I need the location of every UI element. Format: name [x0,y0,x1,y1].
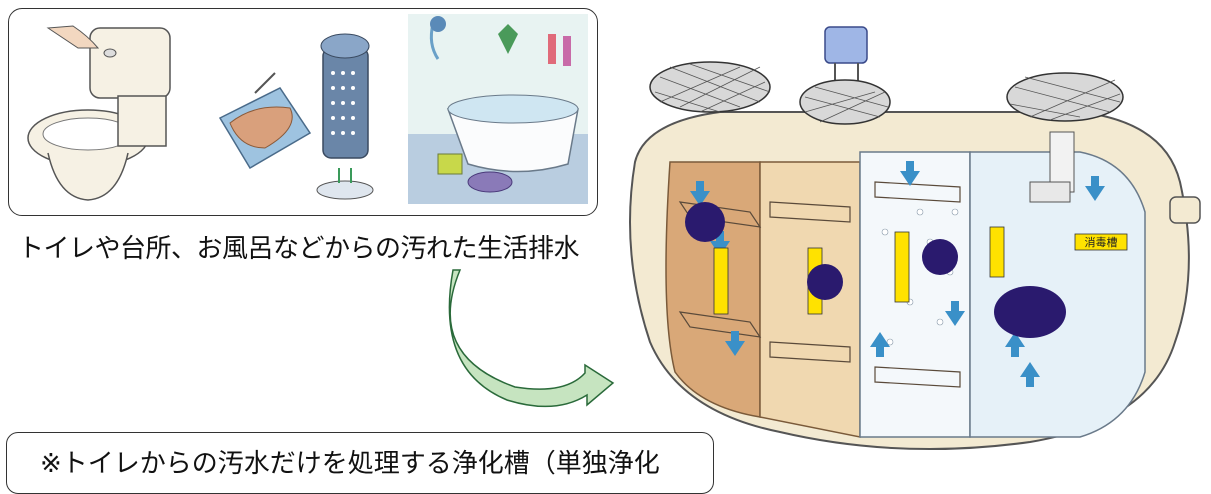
chamber-label-disinfection: 消毒槽 [1085,235,1118,249]
note-text: ※トイレからの汚水だけを処理する浄化槽（単独浄化 [40,449,660,479]
flow-arrow [448,269,615,408]
bathtub-icon [408,14,588,204]
septic-tank-diagram: 消毒槽 [629,26,1201,451]
kitchen-sink-icon [218,33,374,200]
toilet-icon [27,25,171,201]
caption: トイレや台所、お風呂などからの汚れた生活排水 [18,234,580,264]
